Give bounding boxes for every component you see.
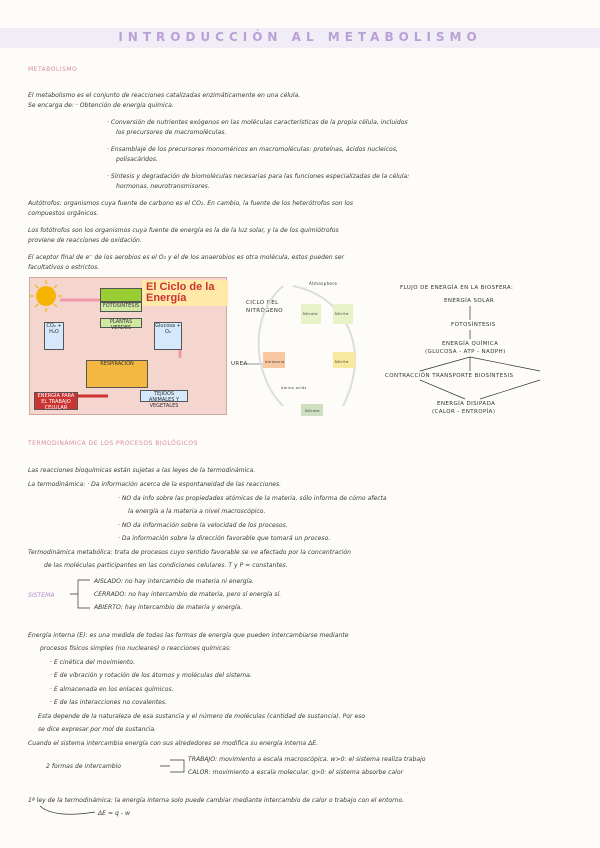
flux-node: ENERGÍA SOLAR [444,298,495,304]
cycle-box: ENERGÍA PARA EL TRABAJO CELULAR [34,392,78,411]
nitrogen-label: CICLO DEL [246,300,279,306]
cycle-box: TEJIDOS ANIMALES Y VEGETALES [140,390,188,409]
text-line: procesos físicos simples (no nucleares) … [40,645,232,652]
flux-node: ENERGÍA DISIPADA [437,401,496,407]
intercambio-label: 2 formas de intercambio [46,763,122,770]
sistema-item: ABIERTO: hay intercambio de materia y en… [94,604,243,611]
flux-title: FLUJO DE ENERGÍA EN LA BIOSFERA: [400,285,514,291]
cycle-box: FOTOSÍNTESIS [100,302,142,312]
flux-node: CONTRACCIÓN TRANSPORTE BIOSÍNTESIS [385,373,514,379]
text-line: · E de las interacciones no covalentes. [50,699,168,706]
text-line: Esta depende de la naturaleza de esa sus… [38,713,366,720]
text-line: la energía a la materia a nivel macroscó… [128,508,266,515]
text-line: · NO da info sobre las propiedades atómi… [118,495,387,502]
flux-node: FOTOSÍNTESIS [451,322,496,328]
text-line: Energía interna (E): es una medida de to… [28,632,349,639]
nitrogen-node: Nitrate [303,312,318,316]
sistema-item: AISLADO: no hay intercambio de materia n… [94,578,254,585]
text-line: · E cinética del movimiento. [50,659,135,666]
cycle-box: CO₂ + H₂O [44,322,64,350]
nitrogen-node: Nitrite [335,360,349,364]
first-law: 1ª ley de la termodinámica: la energía i… [28,797,405,804]
nitrogen-node: Ammonia [265,360,285,364]
title-highlight [0,28,600,48]
intercambio-calor: CALOR: movimiento a escala molecular. q>… [188,769,404,776]
text-line: · Síntesis y degradación de biomoléculas… [107,173,410,180]
nitrogen-node: Amino acids [281,386,307,390]
text-line: · E de vibración y rotación de los átomo… [50,672,252,679]
nitrogen-node: Nitrite [335,312,349,316]
text-line: · Ensamblaje de los precursores monoméri… [107,146,398,153]
text-line: compuestos orgánicos. [28,210,99,217]
sistema-label: SISTEMA [28,592,55,599]
text-line: Termodinámica metabólica: trata de proce… [28,549,351,556]
section-heading-metabolismo: METABOLISMO [28,66,78,73]
cycle-box: Glucosa + O₂ [154,322,182,350]
text-line: El metabolismo es el conjunto de reaccio… [28,92,301,99]
nitrogen-node: Atmosphere [309,281,338,286]
first-law-formula: ΔE = q - w [98,810,130,817]
text-line: se dice expresar por mol de sustancia. [38,726,157,733]
text-line: Los fotótrofos son los organismos cuya f… [28,227,339,234]
cycle-title: El Ciclo de la Energía [142,280,228,306]
flux-node: (GLUCOSA - ATP - NADPH) [425,349,506,355]
flux-node: (CALOR - ENTROPÍA) [432,409,496,415]
text-line: polisacáridos. [116,156,158,163]
plant-graphic [100,288,142,302]
sistema-item: CERRADO: no hay intercambio de materia, … [94,591,282,598]
text-line: Cuando el sistema intercambia energía co… [28,740,319,747]
text-line: facultativos o estrictos. [28,264,100,271]
text-line: proviene de reacciones de oxidación. [28,237,142,244]
cycle-box: RESPIRACIÓN [86,360,148,388]
text-line: · Da información sobre la dirección favo… [118,535,331,542]
text-line: · NO da información sobre la velocidad d… [118,522,288,529]
intercambio-trabajo: TRABAJO: movimiento a escala macroscópic… [188,756,426,763]
text-line: los precursores de macromoléculas. [116,129,227,136]
energy-cycle-image: El Ciclo de la Energía FOTOSÍNTESIS PLAN… [29,277,228,415]
text-line: hormonas, neurotransmisores. [116,183,210,190]
text-line: Las reacciones bioquímicas están sujetas… [28,467,256,474]
cycle-box: PLANTAS VERDES [100,318,142,331]
text-line: de las moléculas participantes en las co… [44,562,288,569]
text-line: · Conversión de nutrientes exógenos en l… [107,119,408,126]
page-title: INTRODUCCIÓN AL METABOLISMO [118,30,482,44]
text-line: Autótrofos: organismos cuya fuente de ca… [28,200,354,207]
nitrogen-cycle-diagram [243,285,356,416]
section-heading-termodinamica: TERMODINÁMICA DE LOS PROCESOS BIOLÓGICOS [28,440,198,447]
text-line: El aceptor final de e⁻ de los aerobios e… [28,254,344,261]
flux-node: ENERGÍA QUÍMICA [442,341,499,347]
nitrogen-node: Nitrate [305,409,320,413]
text-line: Se encarga de: · Obtención de energía qu… [28,102,174,109]
text-line: · E almacenada en los enlaces químicos. [50,686,174,693]
urea-label: UREA [231,361,248,367]
text-line: La termodinámica: · Da información acerc… [28,481,282,488]
